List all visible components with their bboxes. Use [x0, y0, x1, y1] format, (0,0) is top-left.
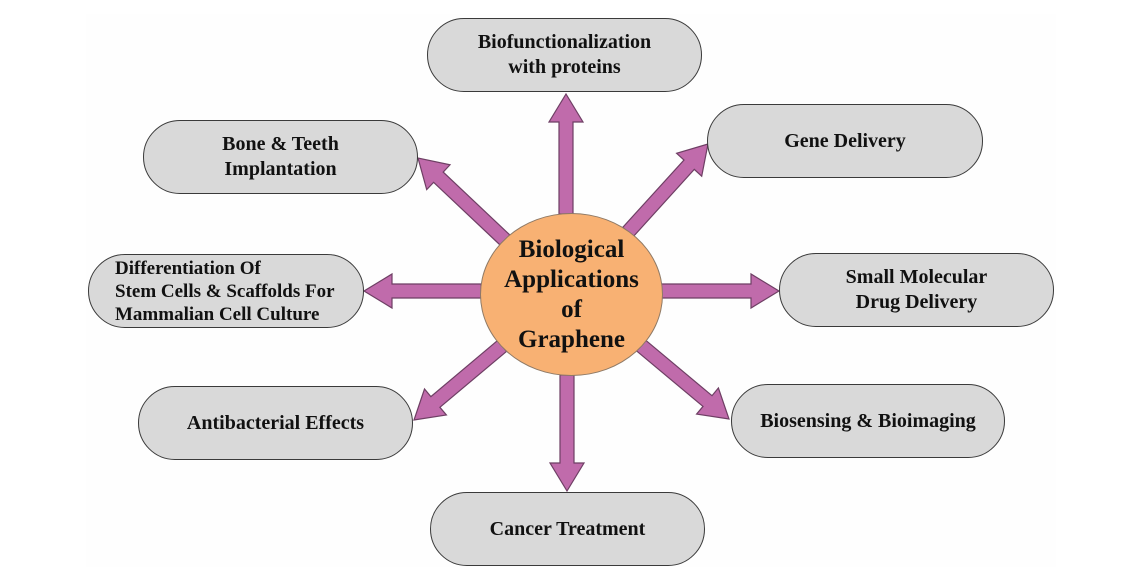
node-stem-cells: Differentiation Of Stem Cells & Scaffold…: [88, 254, 364, 328]
center-topic-line-1: Biological: [518, 235, 625, 263]
arrow-to-drug-delivery: [660, 272, 781, 310]
node-cancer-treatment-line-1: Cancer Treatment: [489, 517, 646, 540]
arrow-to-stem-cells: [362, 272, 482, 310]
node-biofunctionalization: Biofunctionalization with proteins: [427, 18, 702, 92]
node-drug-delivery-line-1: Small Molecular: [845, 266, 988, 288]
node-cancer-treatment: Cancer Treatment: [430, 492, 705, 566]
center-topic: Biological Applications of Graphene: [480, 213, 663, 376]
node-stem-cells-line-2: Stem Cells & Scaffolds For: [115, 280, 335, 302]
node-stem-cells-line-1: Differentiation Of: [115, 257, 261, 279]
arrow-to-antibacterial: [413, 339, 508, 421]
node-bone-teeth-line-2: Implantation: [224, 158, 337, 180]
node-bone-teeth-line-1: Bone & Teeth: [222, 133, 339, 155]
node-drug-delivery: Small Molecular Drug Delivery: [779, 253, 1054, 327]
arrow-to-cancer-treatment: [548, 374, 586, 493]
node-gene-delivery-line-1: Gene Delivery: [784, 129, 906, 152]
center-topic-line-4: Graphene: [518, 325, 625, 353]
arrow-to-bone-teeth: [417, 157, 511, 246]
node-biosensing: Biosensing & Bioimaging: [731, 384, 1005, 458]
node-stem-cells-line-3: Mammalian Cell Culture: [115, 303, 320, 325]
node-biofunctionalization-line-2: with proteins: [508, 56, 621, 78]
node-antibacterial: Antibacterial Effects: [138, 386, 413, 460]
node-bone-teeth: Bone & Teeth Implantation: [143, 120, 418, 194]
node-gene-delivery: Gene Delivery: [707, 104, 983, 178]
node-antibacterial-line-1: Antibacterial Effects: [186, 411, 365, 434]
arrow-to-gene-delivery: [621, 143, 709, 238]
node-biosensing-line-1: Biosensing & Bioimaging: [760, 409, 976, 432]
node-biofunctionalization-line-1: Biofunctionalization: [477, 31, 652, 53]
arrow-to-biosensing: [632, 336, 730, 420]
center-topic-line-3: of: [561, 295, 582, 323]
node-drug-delivery-line-2: Drug Delivery: [855, 291, 978, 313]
center-topic-line-2: Applications: [504, 265, 639, 293]
arrow-to-biofunctionalization: [547, 92, 585, 215]
